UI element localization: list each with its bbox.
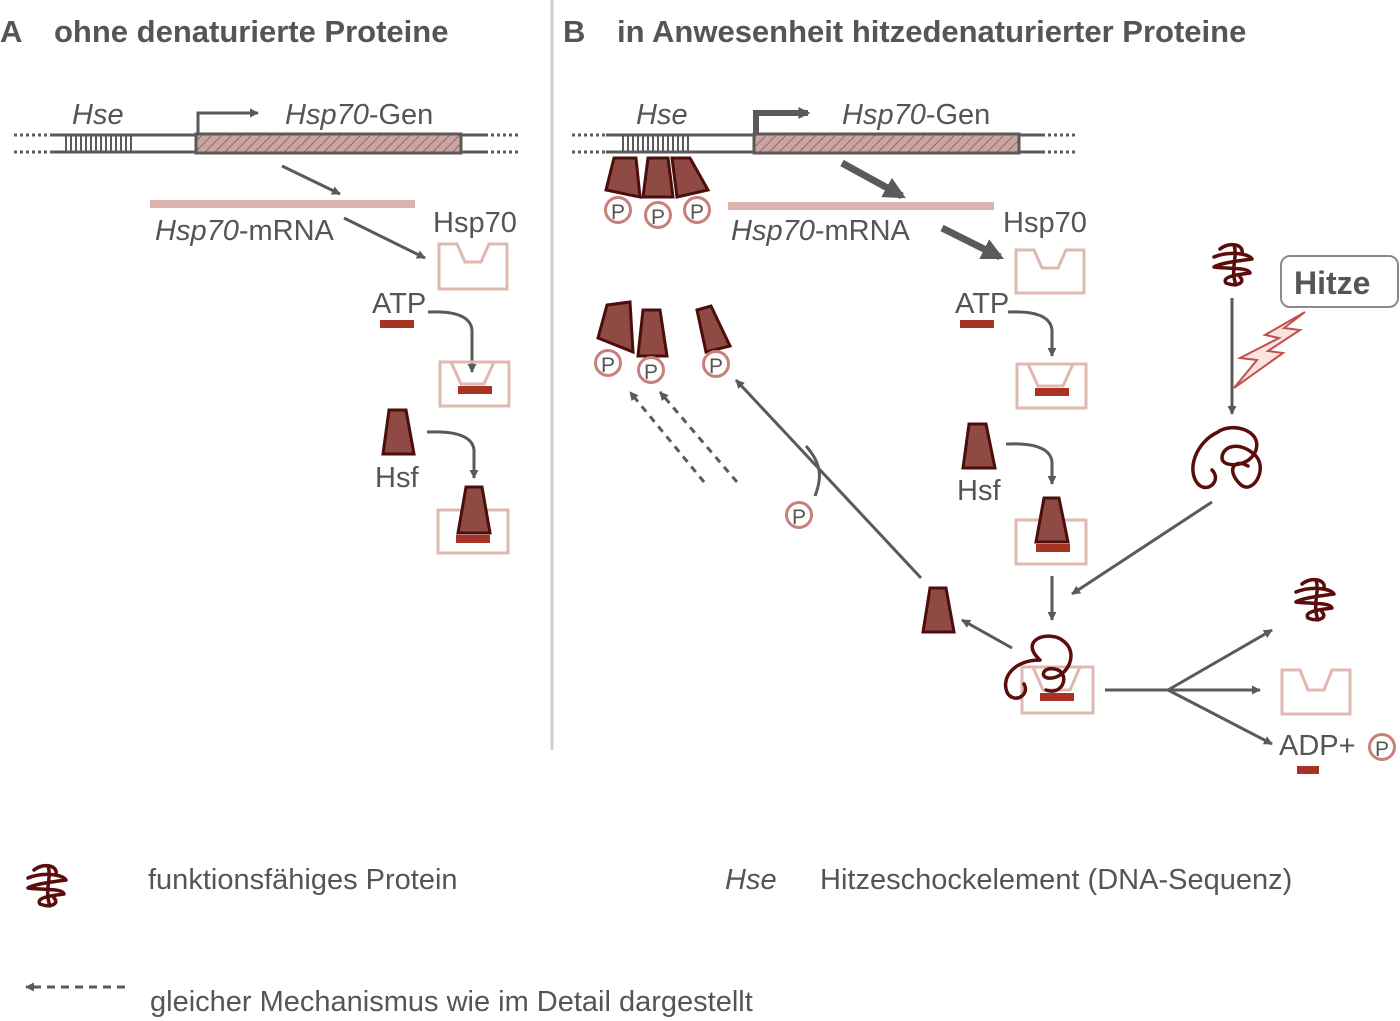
panel-a-title: ohne denaturierte Proteine [54,14,448,49]
atp-binding-arrow-a [427,310,477,373]
hsp70-hsf-complex-a [436,485,510,555]
refold-arrow-adp [1167,688,1273,746]
denatured-binding-arrow [1071,500,1213,596]
legend-hse-abbr: Hse [725,864,777,896]
refolded-protein [1294,577,1336,622]
promoter-arrow-a [196,108,259,134]
heat-label: Hitze [1294,265,1370,301]
gene-label-a: Hsp70-Gen [285,99,433,131]
adp-bar [1297,766,1319,774]
hsp70-released [1280,668,1352,716]
phosphate-label-b3: P [690,201,704,224]
hsp70-label-b: Hsp70 [1003,207,1087,239]
hsf-trimer-bound: P P P [604,156,711,229]
atp-bar-a [380,320,414,328]
adp-label: ADP+ [1279,730,1356,762]
mrna-bar-a [150,200,415,208]
hsf-release-arrow [961,618,1013,650]
panel-b-title: in Anwesenheit hitzedenaturierter Protei… [617,14,1246,49]
panel-a: A ohne denaturierte Proteine Hse Hsp70-G… [0,14,518,555]
hsp70-empty-a [437,242,509,291]
native-protein-top [1212,242,1254,287]
legend-hse-text: Hitzeschockelement (DNA-Sequenz) [820,864,1292,896]
hsf-label-b: Hsf [957,475,1001,507]
phosphate-label-adp: P [1375,738,1389,761]
hsf-binding-arrow-a [426,430,479,479]
translation-arrow-b [940,224,1004,261]
transcription-arrow-a [281,164,341,196]
transcription-arrow-b [840,159,906,200]
translation-arrow-a [343,216,426,260]
hsp70-gene-box-b [752,132,1021,155]
phosphate-label-free: P [792,506,806,529]
refold-arrow-protein [1167,628,1273,692]
panel-a-letter: A [0,14,22,49]
phosphate-label-b1: P [611,201,625,224]
legend: funktionsfähiges Protein Hse Hitzeschock… [25,863,1292,1018]
hsp70-hsf-complex-b [1014,496,1088,566]
phosphate-label-f2: P [644,361,658,384]
denatured-protein [1191,426,1262,490]
mrna-label-b: Hsp70-mRNA [731,215,911,247]
legend-protein-icon [26,863,68,908]
dna-strand-b [572,132,1075,155]
phosphate-join-curve [804,445,821,497]
promoter-arrow-b [753,107,811,134]
hsp70-denatured-complex [1003,634,1095,715]
atp-bar-b [960,320,994,328]
dna-strand-a [14,132,518,155]
atp-binding-arrow-b [1007,310,1057,357]
atp-label-b: ATP [955,288,1009,320]
hsf-b [961,422,997,470]
atp-label-a: ATP [372,288,426,320]
panel-b: B in Anwesenheit hitzedenaturierter Prot… [563,14,1399,774]
mrna-bar-b [728,202,994,210]
hse-label-a: Hse [72,99,124,131]
hsf-a [381,408,416,456]
phosphate-label-f3: P [709,355,723,378]
dashed-arrow-1 [628,391,706,483]
hsp70-gene-box-a [194,132,463,155]
panel-b-letter: B [563,14,585,49]
lightning-icon [1233,311,1306,389]
phosphate-label-f1: P [601,354,615,377]
legend-protein-text: funktionsfähiges Protein [148,864,458,896]
hsp70-empty-b [1014,248,1086,295]
mrna-label-a: Hsp70-mRNA [155,215,335,247]
dashed-arrow-2 [658,391,739,483]
hsp70-atp-b [1015,362,1088,410]
phosphate-label-b2: P [651,206,665,229]
hsf-free [921,586,956,634]
phosphorylation-arrow [734,378,923,580]
hsp70-label-a: Hsp70 [433,207,517,239]
legend-dashed-text: gleicher Mechanismus wie im Detail darge… [150,986,753,1018]
hse-label-b: Hse [636,99,688,131]
hsf-trimer-free: P P P [594,300,733,384]
gene-label-b: Hsp70-Gen [842,99,990,131]
hsp70-atp-a [438,360,511,408]
hsf-label-a: Hsf [375,462,419,494]
heat-label-box: Hitze [1280,255,1399,308]
hsf-binding-arrow-b [1005,442,1057,485]
